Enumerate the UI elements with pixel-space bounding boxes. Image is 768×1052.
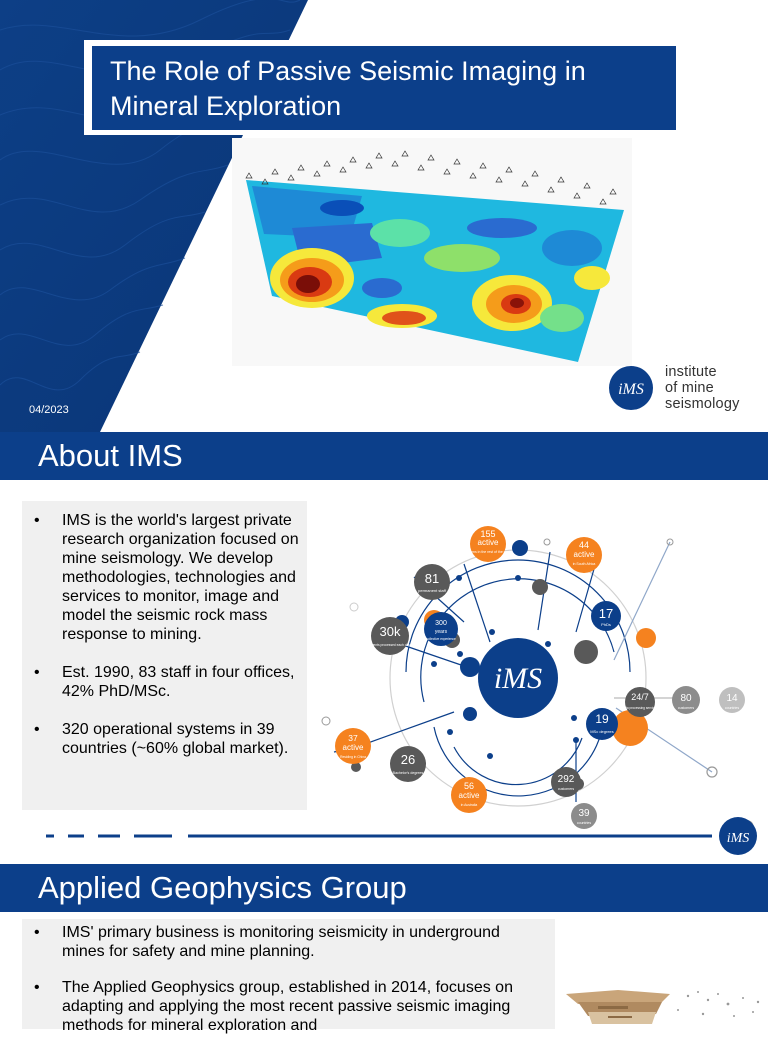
svg-text:active: active	[343, 743, 364, 752]
svg-text:iMS: iMS	[618, 381, 644, 398]
svg-text:80: 80	[680, 693, 692, 704]
title-slide: The Role of Passive Seismic Imaging in M…	[0, 0, 768, 432]
svg-text:in Australia: in Australia	[461, 803, 478, 807]
svg-text:44: 44	[579, 540, 589, 550]
svg-text:14: 14	[726, 693, 738, 704]
svg-text:collective experience: collective experience	[426, 637, 456, 641]
section-heading: Applied Geophysics Group	[38, 870, 407, 905]
presentation-date: 04/2023	[29, 404, 69, 416]
svg-text:19: 19	[595, 712, 609, 726]
stat-56-active: 56 active in Australia	[451, 777, 487, 813]
list-item: • IMS' primary business is monitoring sei…	[22, 923, 542, 961]
list-item: • Est. 1990, 83 staff in four offices, 42…	[22, 663, 304, 701]
bullet-text: IMS' primary business is monitoring seis…	[62, 924, 500, 960]
bullet-text: 320 operational systems in 39 countries …	[62, 721, 289, 757]
bullet-glyph: •	[34, 512, 40, 529]
list-item: • 320 operational systems in 39 countries…	[22, 720, 304, 758]
bullet-text: The Applied Geophysics group, establishe…	[62, 979, 513, 1034]
stat-37-active: 37 active Residing in China	[335, 728, 371, 764]
svg-text:56: 56	[464, 781, 474, 791]
logo-line-2: of mine	[665, 380, 714, 396]
logo-line-3: seismology	[665, 396, 740, 412]
applied-geophysics-slide: Applied Geophysics Group • IMS' primary b…	[0, 864, 768, 1034]
bullet-glyph: •	[34, 924, 40, 941]
stat-30k-events: 30k events processed each day	[370, 617, 410, 655]
applied-bullet-list: • IMS' primary business is monitoring sei…	[22, 923, 542, 1052]
bullet-text: IMS is the world's largest private resea…	[62, 512, 299, 643]
svg-text:iMS: iMS	[727, 831, 750, 846]
applied-text-panel: • IMS' primary business is monitoring sei…	[22, 919, 555, 1034]
bullet-glyph: •	[34, 979, 40, 996]
ims-stats-infographic: iMS 155 active systems in the rest of th…	[321, 526, 754, 832]
svg-text:systems in the rest of the wor: systems in the rest of the world	[464, 550, 512, 554]
stat-300-years: 300 years collective experience	[424, 612, 458, 646]
stat-155-active: 155 active systems in the rest of the wo…	[464, 526, 512, 562]
svg-text:permanent staff: permanent staff	[418, 588, 447, 593]
bullet-glyph: •	[34, 721, 40, 738]
bullet-text: Est. 1990, 83 staff in four offices, 42%…	[62, 664, 295, 700]
stat-80-customers: 80 customers	[672, 686, 700, 714]
bullet-glyph: •	[34, 664, 40, 681]
stat-14-countries: 14 countries	[719, 687, 745, 713]
svg-text:customers: customers	[678, 706, 694, 710]
svg-text:81: 81	[425, 571, 439, 586]
slide-footer-divider: iMS	[46, 817, 757, 855]
title-banner: The Role of Passive Seismic Imaging in M…	[92, 46, 676, 130]
stat-17-phds: 17 PhDs	[591, 601, 621, 631]
stat-26-bachelors: 26 Bachelor's degrees	[390, 746, 426, 782]
svg-text:events processed each day: events processed each day	[370, 643, 410, 647]
seismic-tomography-figure	[232, 138, 632, 366]
stat-24-7-services: 24/7 data processing services	[622, 687, 658, 717]
svg-text:customers: customers	[558, 787, 574, 791]
section-heading: About IMS	[38, 438, 183, 473]
svg-text:active: active	[478, 538, 499, 547]
svg-text:24/7: 24/7	[631, 692, 649, 702]
svg-text:Residing in China: Residing in China	[340, 755, 366, 759]
svg-text:37: 37	[348, 733, 358, 743]
svg-text:26: 26	[401, 752, 415, 767]
stat-81-staff: 81 permanent staff	[414, 564, 450, 600]
about-slide: About IMS • IMS is the world's largest pr…	[0, 432, 768, 864]
svg-text:iMS: iMS	[494, 662, 542, 695]
about-bullet-list: • IMS is the world's largest private rese…	[22, 511, 304, 777]
footer-ims-logo-icon	[719, 817, 757, 855]
ims-logo: iMS institute of mine seismology	[606, 362, 766, 414]
svg-text:active: active	[574, 550, 595, 559]
stat-44-active: 44 active in South Africa	[566, 537, 602, 573]
svg-text:30k: 30k	[380, 624, 401, 639]
about-text-panel: • IMS is the world's largest private rese…	[22, 501, 307, 810]
ims-center-circle	[478, 638, 558, 718]
section-header-bar: Applied Geophysics Group	[0, 864, 768, 912]
svg-text:countries: countries	[577, 821, 591, 825]
svg-text:292: 292	[558, 774, 575, 785]
stat-19-msc: 19 MSc degrees	[586, 708, 618, 740]
svg-text:countries: countries	[725, 706, 739, 710]
3d-mine-model-figure	[566, 990, 760, 1024]
svg-text:years: years	[435, 629, 448, 635]
list-item: • The Applied Geophysics group, establish…	[22, 978, 542, 1035]
stat-39-countries: 39 countries	[571, 803, 597, 829]
svg-text:active: active	[459, 791, 480, 800]
svg-text:Bachelor's degrees: Bachelor's degrees	[393, 771, 424, 775]
svg-text:17: 17	[599, 606, 613, 621]
svg-text:39: 39	[578, 808, 590, 819]
stat-292-customers: 292 customers	[551, 767, 581, 797]
svg-text:155: 155	[480, 529, 495, 539]
svg-text:data processing services: data processing services	[622, 706, 657, 710]
logo-line-1: institute	[665, 364, 717, 380]
slide-title: The Role of Passive Seismic Imaging in M…	[110, 56, 586, 121]
list-item: • IMS is the world's largest private rese…	[22, 511, 304, 644]
svg-text:in South Africa: in South Africa	[573, 562, 596, 566]
svg-text:MSc degrees: MSc degrees	[590, 729, 614, 734]
svg-text:PhDs: PhDs	[601, 622, 611, 627]
section-header-bar: About IMS	[0, 432, 768, 480]
ims-logo-icon: iMS	[609, 366, 653, 410]
svg-text:300: 300	[435, 620, 447, 627]
